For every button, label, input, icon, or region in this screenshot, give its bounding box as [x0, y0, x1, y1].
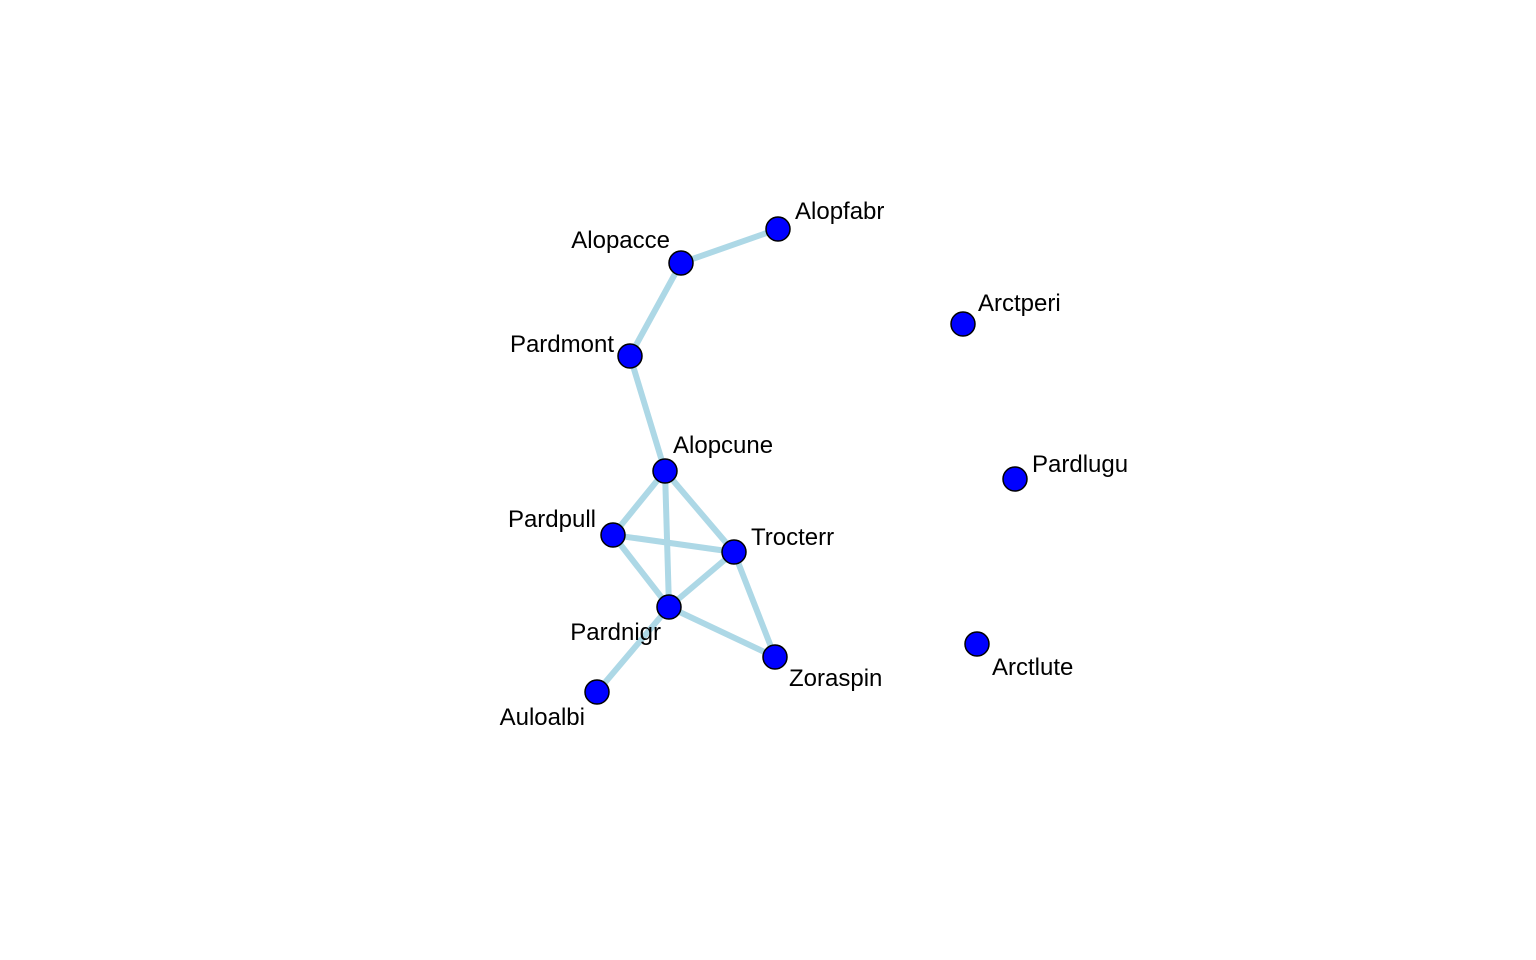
- edge-pardnigr-auloalbi: [594, 604, 672, 695]
- edge-trocterr-zoraspin: [731, 549, 778, 660]
- node-pardnigr: [656, 594, 682, 620]
- node-label-zoraspin: Zoraspin: [789, 665, 882, 692]
- node-label-pardnigr: Pardnigr: [570, 619, 661, 646]
- node-arctlute: [964, 631, 990, 657]
- node-zoraspin: [762, 644, 788, 670]
- edge-pardpull-pardnigr: [610, 532, 672, 610]
- node-trocterr: [721, 539, 747, 565]
- edges-layer: [594, 226, 781, 695]
- edge-pardmont-alopcune: [627, 353, 668, 474]
- nodes-layer: [584, 216, 1028, 705]
- node-alopcune: [652, 458, 678, 484]
- edge-alopacce-pardmont: [627, 260, 684, 359]
- node-label-pardpull: Pardpull: [508, 506, 596, 533]
- node-label-alopcune: Alopcune: [673, 432, 773, 459]
- labels-layer: AlopfabrAlopacceArctperiPardmontAlopcune…: [500, 198, 1128, 731]
- node-label-alopfabr: Alopfabr: [795, 198, 884, 225]
- edge-alopcune-pardpull: [610, 468, 668, 538]
- edge-alopacce-alopfabr: [678, 226, 781, 266]
- node-pardpull: [600, 522, 626, 548]
- node-label-pardmont: Pardmont: [510, 331, 614, 358]
- edge-pardpull-trocterr: [610, 532, 737, 555]
- node-pardmont: [617, 343, 643, 369]
- node-label-arctperi: Arctperi: [978, 290, 1061, 317]
- node-alopfabr: [765, 216, 791, 242]
- node-label-alopacce: Alopacce: [571, 227, 670, 254]
- node-arctperi: [950, 311, 976, 337]
- node-label-trocterr: Trocterr: [751, 524, 834, 551]
- edge-pardnigr-zoraspin: [666, 604, 778, 660]
- node-pardlugu: [1002, 466, 1028, 492]
- node-label-arctlute: Arctlute: [992, 654, 1073, 681]
- node-label-pardlugu: Pardlugu: [1032, 451, 1128, 478]
- edge-alopcune-pardnigr: [662, 468, 672, 610]
- edge-alopcune-trocterr: [662, 468, 737, 555]
- node-label-auloalbi: Auloalbi: [500, 704, 585, 731]
- node-alopacce: [668, 250, 694, 276]
- edge-trocterr-pardnigr: [666, 549, 737, 610]
- node-auloalbi: [584, 679, 610, 705]
